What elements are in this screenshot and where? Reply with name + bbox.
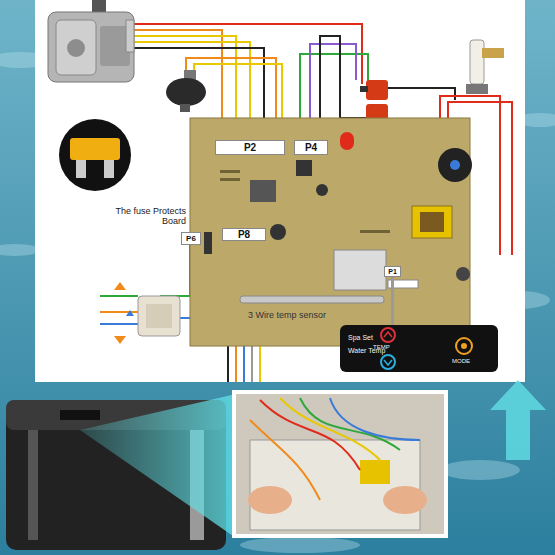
sensor-label: 3 Wire temp sensor	[248, 310, 378, 320]
connector-p8: P8	[222, 228, 266, 241]
view-beam	[80, 394, 236, 538]
display-text: TEMP	[373, 344, 390, 350]
diagram-panel	[35, 0, 525, 382]
gas-valve	[48, 0, 134, 82]
connector-label: P6	[186, 235, 196, 243]
connector-p6: P6	[181, 232, 201, 245]
inset-photo	[232, 390, 448, 538]
wires	[100, 24, 512, 382]
ribbon-cable	[391, 277, 394, 325]
display-panel: Spa SetWater TempTEMPMODE	[340, 325, 498, 372]
temp-sensor	[240, 296, 384, 303]
pressure-switch	[166, 70, 206, 112]
display-text: MODE	[452, 358, 470, 364]
connector-label: P2	[244, 143, 256, 153]
fuse-icon	[59, 119, 131, 191]
display-text: Spa Set	[348, 334, 373, 341]
igniter	[466, 40, 504, 94]
control-board	[190, 118, 472, 346]
connector-label: P8	[238, 230, 250, 240]
up-arrow	[490, 380, 546, 460]
connector-p1: P1	[384, 266, 401, 277]
connector-label: P4	[305, 143, 317, 153]
connector-p2: P2	[215, 140, 285, 155]
connector-label: P1	[388, 268, 397, 275]
fuse-note: The fuse Protects Board	[100, 206, 186, 227]
transformer	[114, 282, 180, 344]
connector-p4: P4	[294, 140, 328, 155]
red-connectors	[360, 80, 388, 122]
